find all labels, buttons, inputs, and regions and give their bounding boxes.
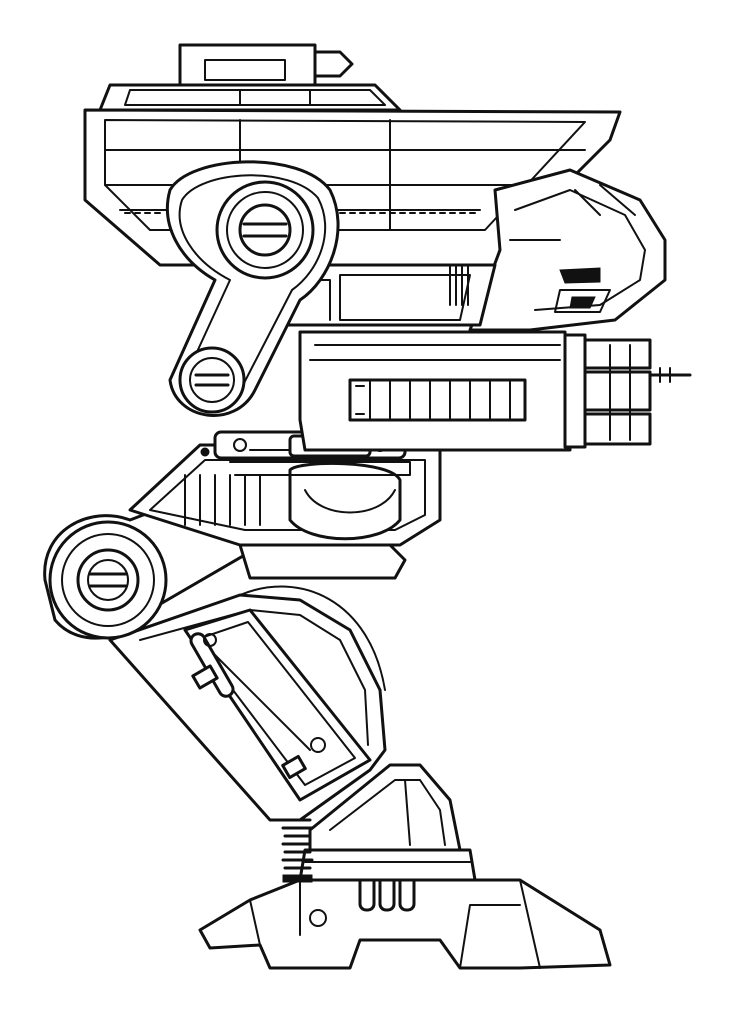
ankle-housing <box>308 763 462 852</box>
cockpit-pod <box>468 168 667 332</box>
shoulder-joint <box>215 180 315 280</box>
ankle-spring <box>281 818 314 883</box>
gun-barrels <box>583 338 692 446</box>
elbow-joint <box>178 346 246 414</box>
foot <box>198 848 612 970</box>
thigh-block <box>128 443 442 580</box>
top-turret <box>98 43 402 112</box>
lower-leg <box>108 585 387 822</box>
arm-gun <box>298 330 692 452</box>
upper-arm <box>165 160 340 417</box>
